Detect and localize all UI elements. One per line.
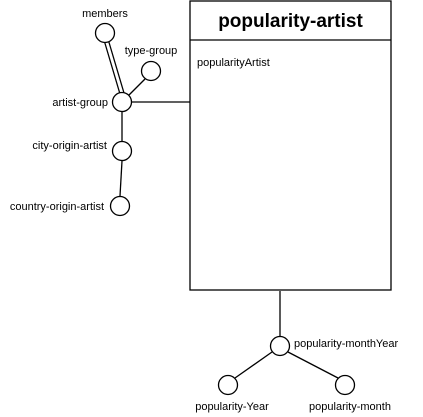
- attribute-circle: [94, 22, 116, 44]
- attribute-label: artist-group: [52, 97, 108, 109]
- entity-title: popularity-artist: [218, 11, 363, 32]
- attribute-circle: [111, 140, 133, 162]
- attribute-country-origin-artist[interactable]: country-origin-artist: [10, 195, 131, 217]
- attribute-label: type-group: [125, 45, 178, 57]
- attribute-label: popularity-monthYear: [294, 338, 398, 350]
- attribute-label: country-origin-artist: [10, 201, 104, 213]
- attribute-circle: [217, 374, 239, 396]
- connector-lines: [103, 38, 339, 379]
- attribute-members[interactable]: members: [82, 8, 128, 44]
- attribute-circle: [109, 195, 131, 217]
- edge-month-year-year: [234, 351, 273, 379]
- entity-attribute: popularityArtist: [197, 57, 270, 69]
- attribute-popularity-month-year[interactable]: popularity-monthYear: [269, 335, 399, 357]
- attribute-label: city-origin-artist: [32, 140, 107, 152]
- attribute-label: popularity-month: [309, 401, 391, 413]
- attribute-artist-group[interactable]: artist-group: [52, 91, 133, 113]
- attribute-label: members: [82, 8, 128, 20]
- edge-city-country: [119, 160, 123, 197]
- attribute-type-group[interactable]: type-group: [125, 45, 178, 82]
- attribute-circle: [140, 60, 162, 82]
- attribute-circle: [111, 91, 133, 113]
- edge-members-artist-group-b: [107, 38, 125, 94]
- attribute-label: popularity-Year: [195, 401, 269, 413]
- attribute-popularity-month[interactable]: popularity-month: [309, 374, 391, 414]
- attribute-popularity-year[interactable]: popularity-Year: [195, 374, 269, 414]
- edge-month-year-month: [287, 351, 339, 379]
- edge-members-artist-group-a: [103, 39, 121, 95]
- attribute-city-origin-artist[interactable]: city-origin-artist: [32, 140, 133, 162]
- entity-popularity-artist[interactable]: popularity-artist popularityArtist: [189, 0, 392, 291]
- entity-box: [189, 0, 392, 291]
- attribute-circle: [269, 335, 291, 357]
- edge-type-group-artist-group: [127, 78, 146, 97]
- attribute-circle: [334, 374, 356, 396]
